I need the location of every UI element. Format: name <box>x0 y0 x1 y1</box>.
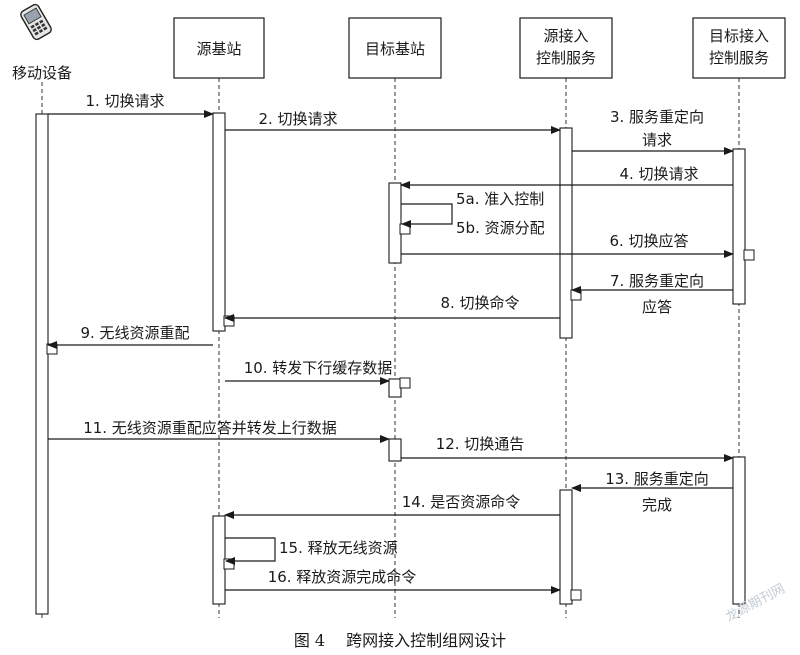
activation-bar-target_acs <box>732 148 746 305</box>
message-m16: 16. 释放资源完成命令 <box>225 568 561 594</box>
message-label: 10. 转发下行缓存数据 <box>244 359 393 377</box>
message-label: 5a. 准入控制 <box>456 190 544 208</box>
participant-box <box>519 17 613 79</box>
participant-box <box>692 17 786 79</box>
message-m15: 15. 释放无线资源 <box>225 537 398 565</box>
message-m12: 12. 切换通告 <box>401 435 734 462</box>
message-m14: 14. 是否资源命令 <box>224 493 560 519</box>
message-label: 9. 无线资源重配 <box>80 324 189 342</box>
message-m10: 10. 转发下行缓存数据 <box>225 359 393 385</box>
message-m2: 2. 切换请求 <box>225 110 561 134</box>
self-message-arrow <box>225 537 276 565</box>
self-message-arrow <box>401 203 453 228</box>
participant-label: 移动设备 <box>12 64 72 82</box>
message-m5a: 5a. 准入控制 <box>401 190 544 228</box>
message-label: 11. 无线资源重配应答并转发上行数据 <box>83 419 337 437</box>
participant-source_bs: 源基站 <box>173 17 265 79</box>
participant-target_bs: 目标基站 <box>348 17 442 79</box>
message-label: 7. 服务重定向 <box>610 272 704 290</box>
activation-bar-source_bs <box>212 112 226 332</box>
message-label: 6. 切换应答 <box>609 232 688 250</box>
reception-box <box>743 249 755 261</box>
reception-box <box>399 377 411 389</box>
activation-bar-source_bs <box>212 515 226 605</box>
message-label: 3. 服务重定向 <box>610 108 704 126</box>
participant-mobile: 移动设备 <box>12 3 72 82</box>
message-label: 完成 <box>642 496 672 514</box>
figure-caption: 图 4 跨网接入控制组网设计 <box>293 631 507 650</box>
reception-box <box>570 289 582 301</box>
message-m8: 8. 切换命令 <box>224 294 560 322</box>
message-label: 14. 是否资源命令 <box>402 493 521 511</box>
message-m1: 1. 切换请求 <box>48 92 214 118</box>
message-m11: 11. 无线资源重配应答并转发上行数据 <box>48 419 390 443</box>
activation-bar-mobile <box>35 113 49 615</box>
participant-label: 源接入 <box>543 27 588 45</box>
message-label: 请求 <box>642 131 672 149</box>
message-label: 4. 切换请求 <box>619 165 698 183</box>
reception-box <box>399 223 411 235</box>
message-m9: 9. 无线资源重配 <box>47 324 213 349</box>
message-label: 8. 切换命令 <box>440 294 519 312</box>
message-m4: 4. 切换请求 <box>400 165 733 189</box>
activation-bar-source_acs <box>559 127 573 339</box>
message-label: 16. 释放资源完成命令 <box>268 568 417 586</box>
message-label: 应答 <box>642 298 672 316</box>
activation-bar-target_bs <box>388 378 402 398</box>
activation-bar-source_acs <box>559 489 573 605</box>
message-m5b: 5b. 资源分配 <box>456 219 545 237</box>
activation-bar-target_acs <box>732 456 746 605</box>
reception-box <box>570 589 582 601</box>
participant-label: 源基站 <box>196 40 241 58</box>
message-label: 5b. 资源分配 <box>456 219 545 237</box>
activation-bar-target_bs <box>388 438 402 462</box>
participant-label: 目标接入 <box>709 27 769 45</box>
participant-box <box>348 17 442 79</box>
participant-label: 目标基站 <box>365 40 425 58</box>
message-label: 1. 切换请求 <box>85 92 164 110</box>
participant-box <box>173 17 265 79</box>
activation-bar-target_bs <box>388 182 402 264</box>
participant-label: 控制服务 <box>536 49 596 67</box>
mobile-phone-icon <box>20 3 52 41</box>
message-label: 2. 切换请求 <box>258 110 337 128</box>
message-label: 15. 释放无线资源 <box>279 539 398 557</box>
message-label: 13. 服务重定向 <box>605 470 709 488</box>
message-m6: 6. 切换应答 <box>401 232 734 258</box>
message-label: 12. 切换通告 <box>436 435 525 453</box>
participant-label: 控制服务 <box>709 49 769 67</box>
